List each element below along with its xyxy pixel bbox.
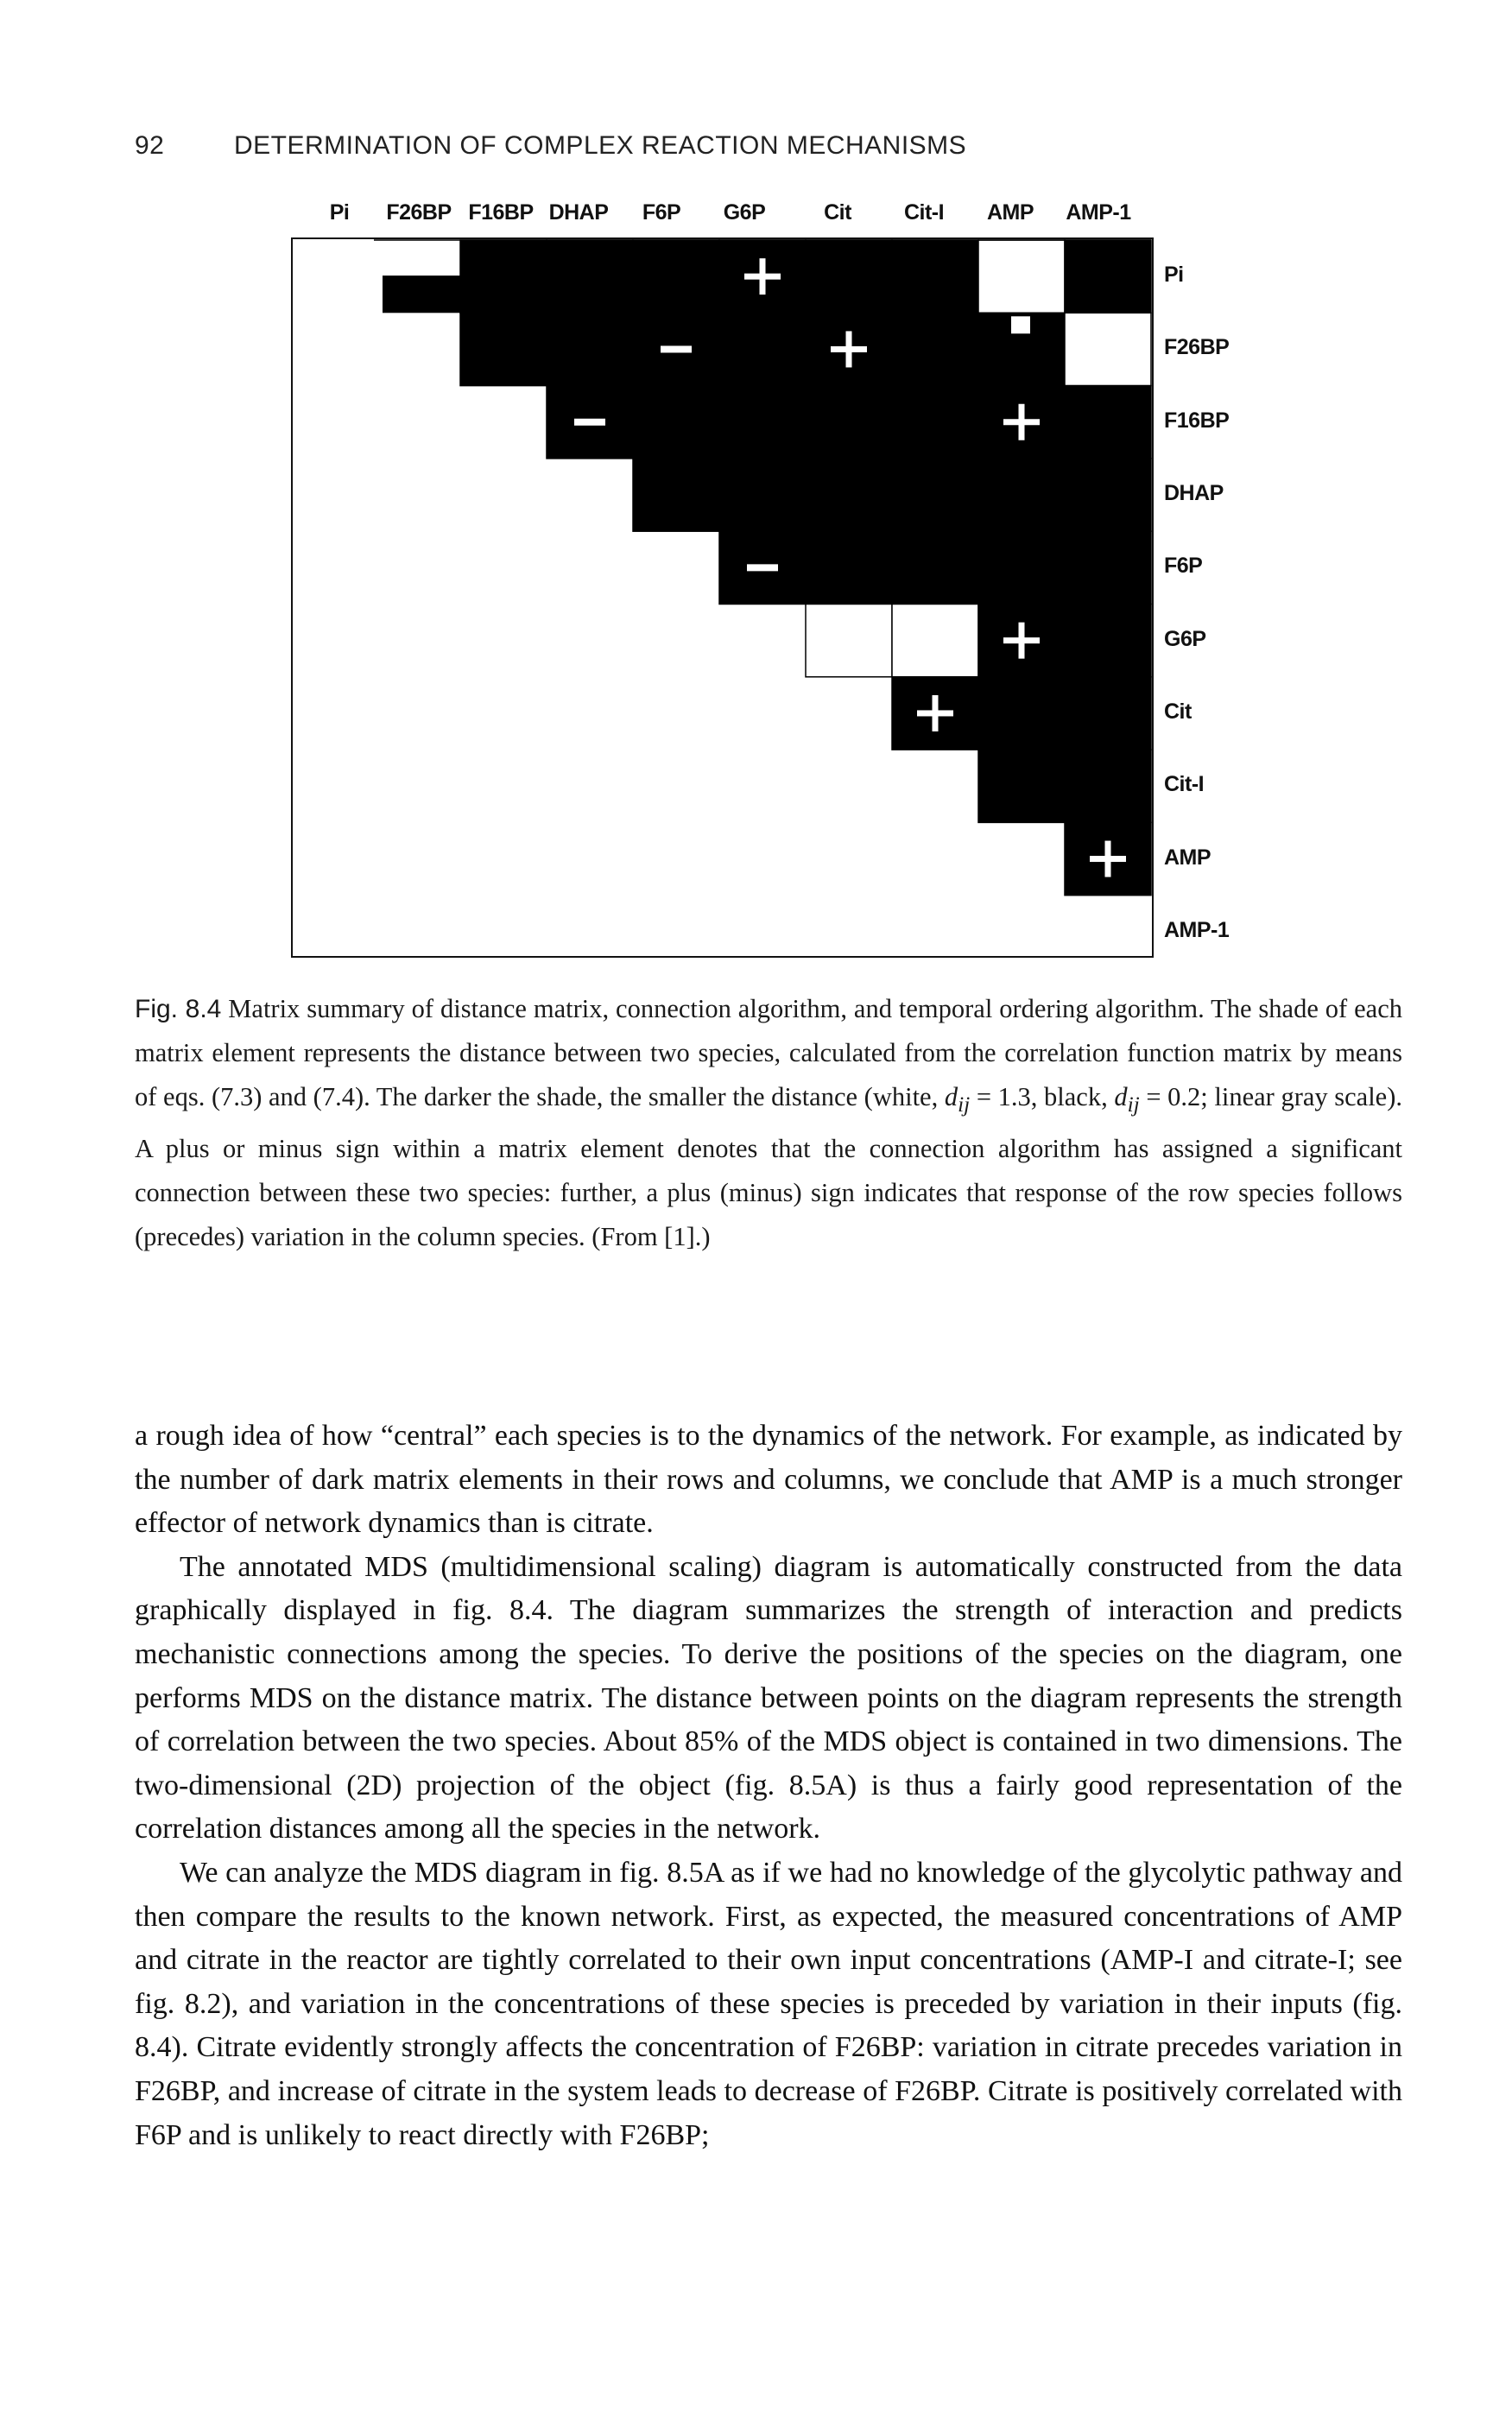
- caption-d-black: d: [1114, 1082, 1128, 1111]
- matrix-cell: [805, 239, 893, 314]
- matrix-cell: [977, 239, 1066, 314]
- matrix-cell: [805, 384, 893, 459]
- figure-label: Fig. 8.4: [135, 995, 222, 1023]
- matrix-cell: [977, 749, 1066, 824]
- caption-ij-white: ij: [958, 1092, 971, 1117]
- plus-sign-icon: [845, 331, 852, 368]
- paragraph-3: We can analyze the MDS diagram in fig. 8…: [135, 1856, 1402, 2151]
- matrix-cell: [459, 239, 547, 314]
- row-label: G6P: [1164, 626, 1206, 651]
- matrix-cell: [1064, 530, 1152, 605]
- matrix-cell: [805, 530, 893, 605]
- matrix-cell: [718, 384, 807, 459]
- page-number: 92: [135, 131, 165, 160]
- matrix-cell: [891, 603, 979, 678]
- matrix-cell: [1064, 603, 1152, 678]
- body-text: a rough idea of how “central” each speci…: [135, 1415, 1402, 2157]
- column-label: Cit-I: [903, 200, 945, 225]
- caption-d-white: d: [944, 1082, 958, 1111]
- row-label: AMP: [1164, 845, 1211, 870]
- plus-sign-icon: [759, 258, 766, 295]
- column-label: F6P: [642, 200, 681, 225]
- matrix-cell: [891, 312, 979, 387]
- row-label: F26BP: [1164, 335, 1230, 360]
- row-label: F16BP: [1164, 408, 1230, 433]
- figure-caption: Fig. 8.4 Matrix summary of distance matr…: [135, 987, 1402, 1259]
- matrix-cell: [891, 530, 979, 605]
- column-label: G6P: [723, 200, 766, 225]
- matrix-cell: [718, 458, 807, 532]
- matrix-cell: [1064, 676, 1152, 750]
- matrix-cell: [718, 312, 807, 387]
- matrix-cell: [546, 239, 634, 314]
- matrix-cell: [977, 676, 1066, 750]
- matrix-cell: [805, 458, 893, 532]
- matrix-cell: [1064, 749, 1152, 824]
- matrix-cell: [977, 458, 1066, 532]
- minus-sign-icon: [574, 418, 605, 426]
- running-title: DETERMINATION OF COMPLEX REACTION MECHAN…: [234, 131, 967, 160]
- caption-text-3: = 0.2; linear gray scale). A plus or min…: [135, 1082, 1403, 1252]
- matrix-cell: [632, 384, 720, 459]
- plus-sign-icon: [932, 694, 939, 731]
- matrix-cell: [632, 458, 720, 532]
- column-label: F16BP: [468, 200, 534, 225]
- column-label: AMP: [986, 200, 1034, 225]
- plus-sign-icon: [1104, 840, 1111, 877]
- column-label: DHAP: [548, 200, 609, 225]
- matrix-cell: [891, 384, 979, 459]
- row-label: AMP-1: [1164, 917, 1230, 942]
- column-label: Pi: [329, 200, 350, 225]
- matrix-cell: [383, 276, 460, 313]
- matrix-cell: [805, 603, 893, 678]
- matrix-cell: [1064, 458, 1152, 532]
- row-label: Cit: [1164, 699, 1192, 724]
- paragraph-2: The annotated MDS (multidimensional scal…: [135, 1550, 1402, 1845]
- matrix-cell: [1064, 384, 1152, 459]
- paragraph-1: a rough idea of how “central” each speci…: [135, 1420, 1402, 1540]
- row-label: F6P: [1164, 554, 1203, 579]
- running-head: 92 DETERMINATION OF COMPLEX REACTION MECH…: [135, 131, 966, 161]
- matrix-cell: [632, 239, 720, 314]
- column-label: F26BP: [386, 200, 452, 225]
- row-label: Pi: [1164, 263, 1184, 288]
- plus-sign-icon: [1018, 403, 1025, 440]
- matrix-cell-notch: [1011, 316, 1030, 334]
- caption-text-1: Matrix summary of distance matrix, conne…: [135, 994, 1402, 1111]
- distance-matrix: [291, 237, 1154, 958]
- column-label: AMP-1: [1066, 200, 1131, 225]
- matrix-cell: [977, 530, 1066, 605]
- row-label: DHAP: [1164, 481, 1224, 506]
- matrix-cell: [891, 458, 979, 532]
- matrix-frame: [291, 237, 1154, 958]
- minus-sign-icon: [747, 564, 778, 572]
- column-label: Cit: [824, 200, 851, 225]
- matrix-cell: [1064, 312, 1152, 387]
- matrix-cell: [1064, 239, 1152, 314]
- minus-sign-icon: [661, 345, 692, 353]
- plus-sign-icon: [1018, 622, 1025, 659]
- row-label: Cit-I: [1164, 772, 1205, 797]
- matrix-cell: [546, 312, 634, 387]
- matrix-cell: [891, 239, 979, 314]
- matrix-cell: [459, 312, 547, 387]
- caption-text-2: = 1.3, black,: [970, 1082, 1115, 1111]
- caption-ij-black: ij: [1127, 1092, 1140, 1117]
